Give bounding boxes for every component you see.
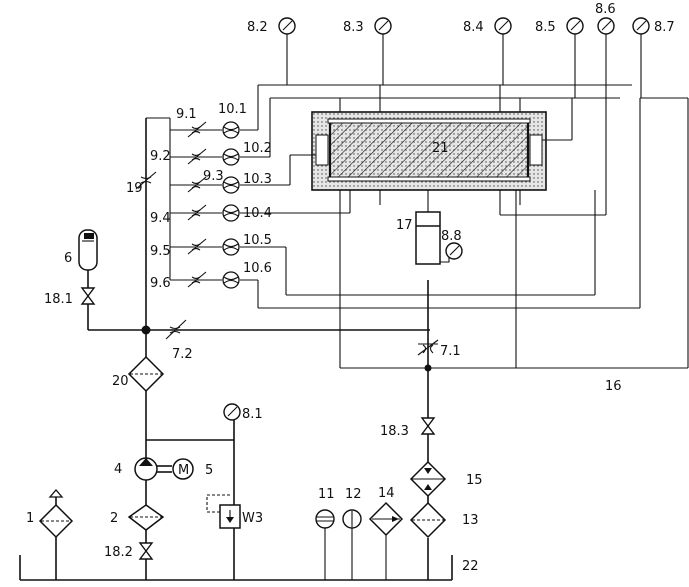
relief-valve-5 <box>207 495 240 528</box>
gauge-8-7 <box>633 18 649 98</box>
accumulator-6 <box>79 230 97 270</box>
flowmeter-10-3 <box>223 177 239 193</box>
stop-valve-18-3 <box>422 418 434 434</box>
label-7-1: 7.1 <box>440 344 461 359</box>
flowmeters-10 <box>223 122 239 288</box>
gauge-8-8 <box>446 243 462 259</box>
label-6: 6 <box>64 251 72 266</box>
filter-2 <box>129 505 163 530</box>
label-8-4: 8.4 <box>463 20 484 35</box>
label-5: 5 <box>205 463 213 478</box>
flowmeter-10-6 <box>223 272 239 288</box>
flowmeter-10-1 <box>223 122 239 138</box>
label-8-6: 8.6 <box>595 2 616 17</box>
label-8-7: 8.7 <box>654 20 675 35</box>
label-8-3: 8.3 <box>343 20 364 35</box>
label-9-5: 9.5 <box>150 244 171 259</box>
label-2: 2 <box>110 511 118 526</box>
junction-dot <box>142 326 151 335</box>
label-18-2: 18.2 <box>104 545 133 560</box>
stop-valve-18-1 <box>82 288 94 304</box>
label-9-2: 9.2 <box>150 149 171 164</box>
label-9-4: 9.4 <box>150 211 171 226</box>
throttle-valves-9 <box>188 122 206 287</box>
label-17: 17 <box>396 218 413 233</box>
label-11: 11 <box>318 487 335 502</box>
gauge-8-2 <box>279 18 295 85</box>
label-10-2: 10.2 <box>243 141 272 156</box>
label-16: 16 <box>605 379 622 394</box>
labels: 8.2 8.3 8.4 8.5 8.6 8.7 9.1 9.2 9.3 9.4 … <box>26 2 675 574</box>
label-8-1: 8.1 <box>242 407 263 422</box>
label-10-6: 10.6 <box>243 261 272 276</box>
label-8-8: 8.8 <box>441 229 462 244</box>
label-7-2: 7.2 <box>172 347 193 362</box>
gauge-8-5 <box>567 18 583 98</box>
gauge-8-6 <box>598 18 614 98</box>
flowmeter-10-2 <box>223 149 239 165</box>
label-10-4: 10.4 <box>243 206 272 221</box>
cylinder-17 <box>416 190 449 264</box>
label-8-2: 8.2 <box>247 20 268 35</box>
label-13: 13 <box>462 513 479 528</box>
heater-14 <box>370 503 402 580</box>
label-15: 15 <box>466 473 483 488</box>
flowmeter-10-5 <box>223 239 239 255</box>
label-10-5: 10.5 <box>243 233 272 248</box>
label-motor: M <box>178 463 189 478</box>
stop-valve-18-2 <box>140 543 152 559</box>
label-19: 19 <box>126 181 143 196</box>
filter-13 <box>411 503 445 537</box>
level-gauge-11 <box>316 510 334 580</box>
air-breather-1 <box>40 490 72 537</box>
flowmeter-10-4 <box>223 205 239 221</box>
gauge-8-3 <box>375 18 391 85</box>
label-18-3: 18.3 <box>380 424 409 439</box>
label-18-1: 18.1 <box>44 292 73 307</box>
tank-22 <box>20 555 452 580</box>
label-10-1: 10.1 <box>218 102 247 117</box>
label-20: 20 <box>112 374 129 389</box>
label-10-3: 10.3 <box>243 172 272 187</box>
label-spring: W3 <box>242 511 263 526</box>
gauge-8-1 <box>224 404 240 420</box>
label-9-1: 9.1 <box>176 107 197 122</box>
label-9-3: 9.3 <box>203 169 224 184</box>
filter-20 <box>129 357 163 403</box>
label-9-6: 9.6 <box>150 276 171 291</box>
label-4: 4 <box>114 462 122 477</box>
label-22: 22 <box>462 559 479 574</box>
label-14: 14 <box>378 486 395 501</box>
label-1: 1 <box>26 511 34 526</box>
test-cell-21 <box>312 112 546 190</box>
cooler-15 <box>411 462 445 496</box>
gauge-8-4 <box>495 18 511 85</box>
label-21: 21 <box>432 141 449 156</box>
label-8-5: 8.5 <box>535 20 556 35</box>
thermometer-12 <box>343 510 361 580</box>
label-12: 12 <box>345 487 362 502</box>
